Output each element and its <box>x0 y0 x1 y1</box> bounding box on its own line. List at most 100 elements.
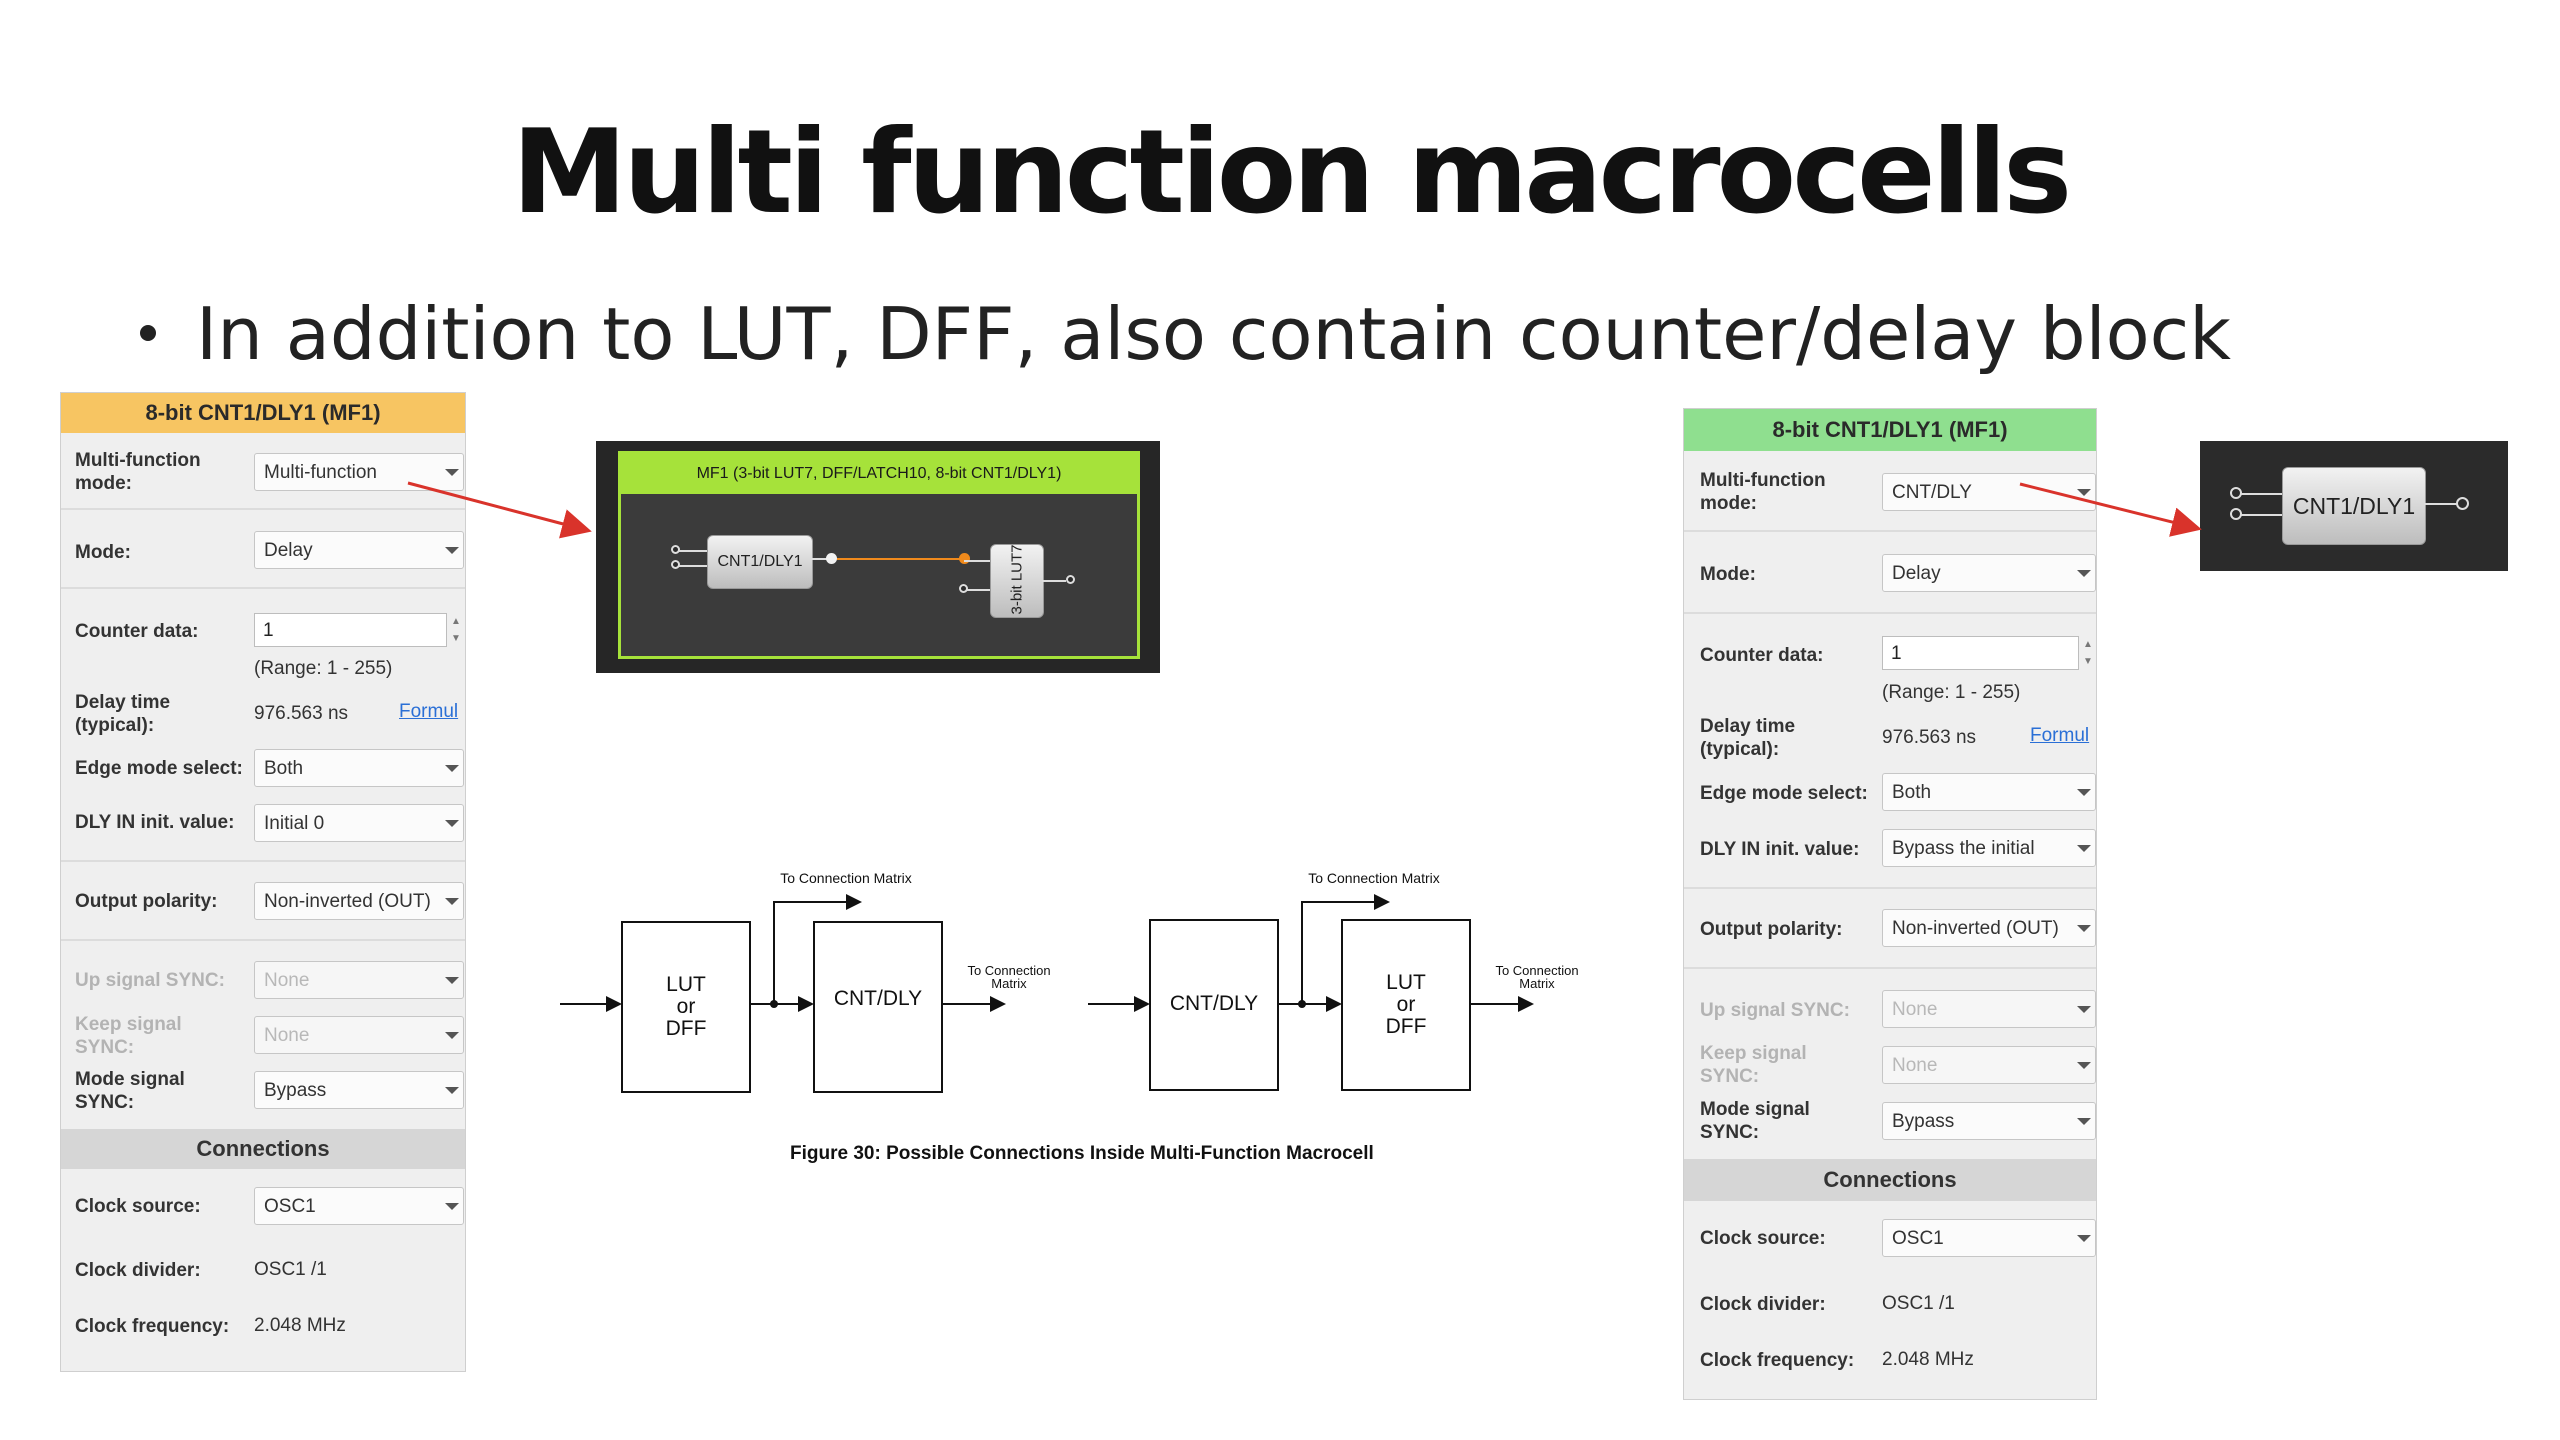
mf1-title: MF1 (3-bit LUT7, DFF/LATCH10, 8-bit CNT1… <box>621 454 1137 494</box>
chevron-down-icon <box>445 765 459 772</box>
input-wire <box>2236 514 2282 516</box>
output-wire <box>1042 580 1066 582</box>
fig-lut-dff-block <box>1341 919 1471 1091</box>
output-polarity-select[interactable]: Non-inverted (OUT) <box>254 882 464 920</box>
fig-or-label: or <box>1397 993 1416 1016</box>
chevron-down-icon <box>2077 1006 2091 1013</box>
input-pin[interactable] <box>671 545 680 554</box>
chevron-down-icon <box>445 898 459 905</box>
clock-source-value: OSC1 <box>1892 1228 1944 1249</box>
delay-time-label: Delay time (typical): <box>1700 716 1796 760</box>
edge-mode-select[interactable]: Both <box>1882 773 2096 811</box>
divider <box>61 939 465 941</box>
chevron-down-icon <box>2077 570 2091 577</box>
chevron-down-icon <box>445 469 459 476</box>
dly-in-select[interactable]: Initial 0 <box>254 804 464 842</box>
up-sync-select[interactable]: None <box>1882 990 2096 1028</box>
formula-link[interactable]: Formul <box>2030 725 2090 746</box>
chevron-down-icon <box>2077 789 2091 796</box>
input-pin[interactable] <box>2230 508 2242 520</box>
clock-frequency-value: 2.048 MHz <box>1882 1349 1974 1370</box>
input-pin[interactable] <box>671 560 680 569</box>
divider <box>1684 967 2096 969</box>
input-pin[interactable] <box>2230 487 2242 499</box>
output-polarity-select[interactable]: Non-inverted (OUT) <box>1882 909 2096 947</box>
dly-in-value: Bypass the initial <box>1892 838 2035 859</box>
counter-stepper[interactable]: ▲▼ <box>2083 639 2093 667</box>
panel-header: 8-bit CNT1/DLY1 (MF1) <box>1684 409 2096 451</box>
divider <box>1684 530 2096 532</box>
cnt1-dly1-block[interactable]: CNT1/DLY1 <box>2282 467 2426 545</box>
connections-header: Connections <box>1684 1159 2096 1201</box>
up-sync-value: None <box>264 970 310 991</box>
keep-sync-select[interactable]: None <box>1882 1046 2096 1084</box>
fig-or-label: or <box>677 995 696 1018</box>
input-pin[interactable] <box>959 584 968 593</box>
edge-mode-select[interactable]: Both <box>254 749 464 787</box>
clock-divider-label: Clock divider: <box>1700 1294 1826 1315</box>
output-polarity-label: Output polarity: <box>75 891 218 912</box>
output-pin[interactable] <box>2456 497 2469 510</box>
counter-data-input[interactable]: 1 <box>1882 636 2079 670</box>
fig-to-matrix-label: To Connection Matrix <box>780 870 912 886</box>
output-polarity-value: Non-inverted (OUT) <box>264 891 431 912</box>
fig-cnt-dly-block <box>1149 919 1279 1091</box>
fig-to-matrix-label-a: To Connection <box>1495 963 1578 978</box>
input-wire <box>677 550 707 552</box>
dly-in-label: DLY IN init. value: <box>75 812 235 833</box>
slide-title: Multi function macrocells <box>511 105 2072 240</box>
chevron-down-icon <box>445 547 459 554</box>
up-sync-select[interactable]: None <box>254 961 464 999</box>
output-pin[interactable] <box>1066 575 1075 584</box>
chevron-down-icon <box>2077 845 2091 852</box>
mf-mode-select[interactable]: Multi-function <box>254 453 464 491</box>
input-wire <box>2236 493 2282 495</box>
fig-cnt-dly-label: CNT/DLY <box>834 987 922 1010</box>
mode-label: Mode: <box>1700 564 1756 585</box>
fig-to-matrix-label: To Connection Matrix <box>1308 870 1440 886</box>
mf-mode-select[interactable]: CNT/DLY <box>1882 473 2096 511</box>
mode-sync-select[interactable]: Bypass <box>254 1071 464 1109</box>
counter-data-label: Counter data: <box>1700 645 1824 666</box>
keep-sync-select[interactable]: None <box>254 1016 464 1054</box>
clock-source-select[interactable]: OSC1 <box>1882 1219 2096 1257</box>
mode-select[interactable]: Delay <box>254 531 464 569</box>
connections-figure: LUT or DFF To Connection Matrix CNT/DLY … <box>560 870 1579 1093</box>
divider <box>61 508 465 510</box>
delay-time-value: 976.563 ns <box>254 703 349 724</box>
bullet-dot <box>140 325 156 342</box>
cnt-dly-macrocell-view: CNT1/DLY1 <box>2200 441 2508 571</box>
divider <box>1684 612 2096 614</box>
counter-data-label: Counter data: <box>75 621 199 642</box>
delay-time-label: Delay time (typical): <box>75 692 171 736</box>
counter-stepper[interactable]: ▲▼ <box>451 616 461 644</box>
fig-branch-line <box>1301 894 1390 1004</box>
left-properties-panel: 8-bit CNT1/DLY1 (MF1) Multi-function mod… <box>60 392 466 1372</box>
right-pointer-arrow <box>2019 482 2202 537</box>
keep-sync-label: Keep signal SYNC: <box>1700 1043 1807 1087</box>
input-wire <box>964 589 990 591</box>
signal-wire <box>837 558 961 560</box>
clock-source-select[interactable]: OSC1 <box>254 1187 464 1225</box>
keep-sync-value: None <box>1892 1055 1938 1076</box>
bullet-item: In addition to LUT, DFF, also contain co… <box>140 292 2231 376</box>
divider <box>61 860 465 862</box>
input-wire <box>677 565 707 567</box>
chevron-down-icon <box>445 820 459 827</box>
chevron-down-icon <box>2077 1118 2091 1125</box>
mf-mode-label: Multi-function mode: <box>1700 470 1826 514</box>
mode-sync-select[interactable]: Bypass <box>1882 1102 2096 1140</box>
up-sync-label: Up signal SYNC: <box>1700 1000 1850 1021</box>
counter-data-input[interactable]: 1 <box>254 613 447 647</box>
mode-select[interactable]: Delay <box>1882 554 2096 592</box>
mf-mode-value: Multi-function <box>264 462 377 483</box>
keep-sync-value: None <box>264 1025 310 1046</box>
lut7-block[interactable]: 3-bit LUT7 <box>990 544 1044 618</box>
edge-mode-label: Edge mode select: <box>1700 783 1868 804</box>
chevron-down-icon <box>445 1203 459 1210</box>
cnt1-dly1-block[interactable]: CNT1/DLY1 <box>707 535 813 589</box>
formula-link[interactable]: Formul <box>399 701 459 722</box>
mode-value: Delay <box>1892 563 1941 584</box>
dly-in-select[interactable]: Bypass the initial <box>1882 829 2096 867</box>
